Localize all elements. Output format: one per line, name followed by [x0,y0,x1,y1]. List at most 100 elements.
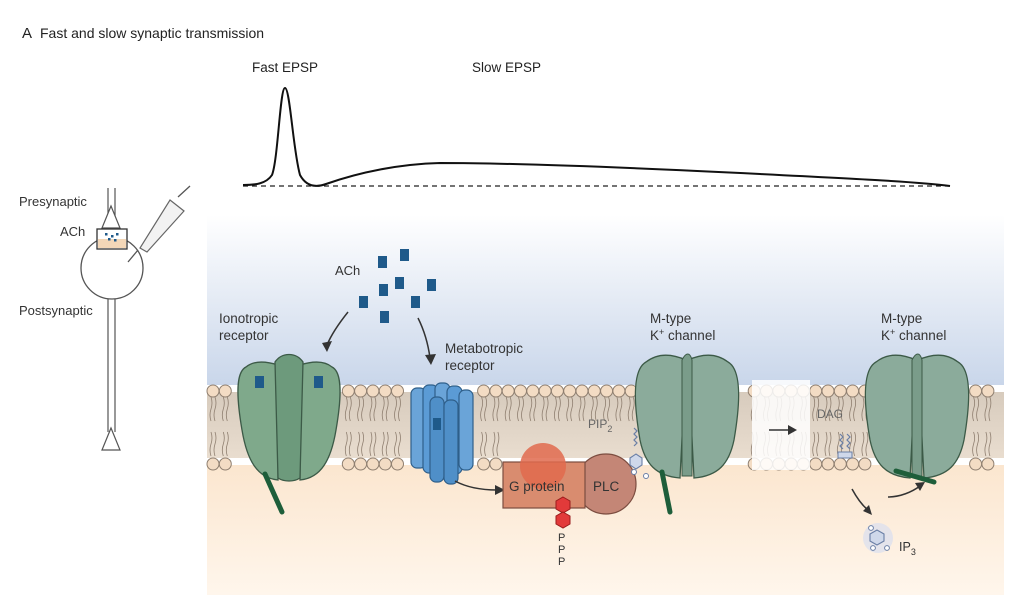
pip2-molecule [629,427,649,479]
ionotropic-label-2: receptor [219,328,269,343]
neuron-schematic: Presynaptic ACh Postsynaptic [19,185,191,451]
lipid-head [600,384,614,398]
axon-terminal [101,426,121,451]
lipid-head [575,384,589,398]
ach-molecule [395,277,404,289]
receptor-tail [262,471,285,515]
lipid-head [981,384,995,398]
phosphate-2: P [558,544,565,556]
ach-molecule [411,296,420,308]
extracellular-space [207,215,1004,385]
lipid-head [206,457,220,471]
lipid-head [981,457,995,471]
panel-letter: A [22,25,32,42]
lipid-head [378,384,392,398]
lipid-head [809,384,823,398]
ach-molecule [379,284,388,296]
membrane-fade-gap [752,380,810,470]
epsp-trace: Fast EPSP Slow EPSP [242,60,951,187]
channel-tail [893,468,937,485]
lipid-head [538,384,552,398]
lipid-head [833,457,847,471]
lipid-head [612,384,626,398]
lipid-head [477,457,491,471]
lipid-head [858,457,872,471]
metabotropic-label-1: Metabotropic [445,341,523,356]
m-type-k-channel-inhibited [864,353,970,485]
ach-molecule [359,296,368,308]
ip3-molecule [863,523,893,553]
ach-molecule [378,256,387,268]
lipid-head [969,384,983,398]
channel-tail [659,469,673,515]
phosphate-1: P [558,532,565,544]
lipid-head [218,457,232,471]
lipid-head [809,457,823,471]
lipid-head [833,384,847,398]
lipid-head [366,457,380,471]
g-protein-label: G protein [509,479,565,494]
lipid-head [391,384,404,398]
lipid-head [514,384,527,398]
ach-molecule [427,279,436,291]
recording-electrode [127,185,191,263]
m-type-2-label-2: K+ channel [881,327,946,343]
plc-label: PLC [593,479,620,494]
bound-ach [314,376,323,388]
lipid-head [821,384,835,398]
ach-molecule [400,249,409,261]
ach-molecules [359,249,436,323]
lipid-head [218,384,232,398]
ach-fluid [98,239,126,248]
lipid-head [341,384,355,398]
lipid-head [366,384,380,398]
lipid-head [206,384,220,398]
m-type-label-2: K+ channel [650,327,715,343]
ionotropic-receptor [237,353,341,515]
dag-molecule [837,433,853,459]
neuron-ach-label: ACh [60,224,85,239]
g-protein-plc-complex: G protein PLC P P P [502,443,637,568]
lipid-head [341,457,355,471]
epsp-waveform [242,86,951,187]
dag-label: DAG [817,407,843,421]
m-type-k-channel-closed [634,353,740,515]
m-type-2-label-1: M-type [881,311,922,326]
figure-title: Fast and slow synaptic transmission [40,25,264,41]
bound-ach [255,376,264,388]
metabotropic-receptor [410,382,474,485]
presynaptic-label: Presynaptic [19,194,87,209]
lipid-head [378,457,392,471]
arrow-to-g-protein [454,480,498,491]
lipid-head [354,384,368,398]
phosphate-3: P [558,556,565,568]
ach-molecule [380,311,389,323]
lipid-head [489,384,503,398]
lipid-head [354,457,368,471]
lipid-head [587,384,601,398]
lipid-head [563,384,577,398]
bound-ach [433,418,441,430]
presynaptic-terminal [101,204,121,229]
lipid-head [501,384,515,398]
ip3-label: IP3 [899,540,916,557]
lipid-head [846,457,860,471]
g-protein-alpha-subunit [520,443,566,489]
metabotropic-label-2: receptor [445,358,495,373]
lipid-head [391,457,404,471]
ach-label: ACh [335,263,360,278]
lipid-head [969,457,983,471]
lipid-head [821,457,835,471]
ionotropic-label-1: Ionotropic [219,311,279,326]
lipid-head [489,457,503,471]
postsynaptic-label: Postsynaptic [19,303,93,318]
pip2-label: PIP2 [588,417,612,434]
lipid-head [477,384,491,398]
lipid-head [846,384,860,398]
lipid-head [526,384,540,398]
gtp-molecule [555,511,571,529]
arrow-to-metabotropic [417,317,431,359]
slow-epsp-label: Slow EPSP [472,60,541,75]
fast-epsp-label: Fast EPSP [252,60,318,75]
